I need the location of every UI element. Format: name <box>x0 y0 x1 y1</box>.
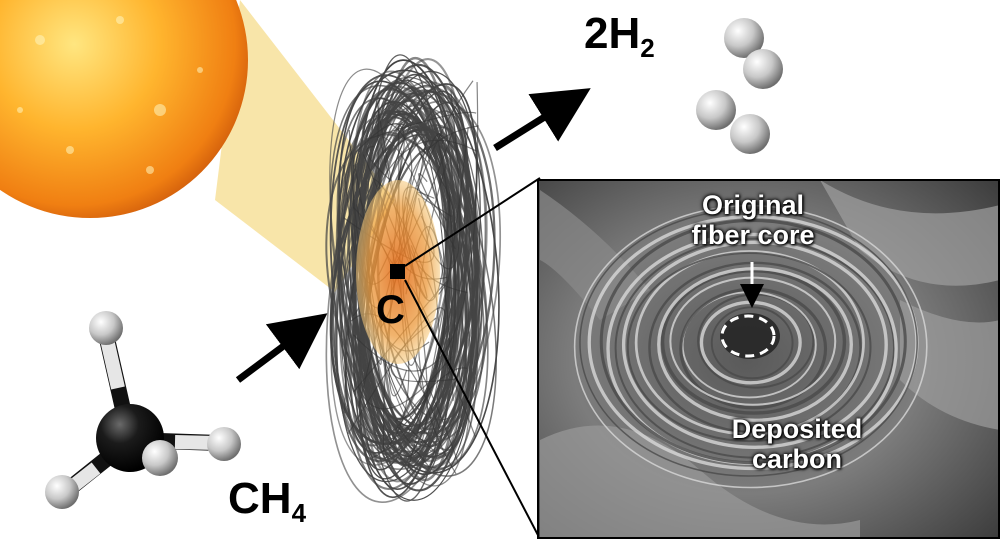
fiber-strand <box>395 419 436 468</box>
fiber-strand <box>395 367 468 431</box>
sem-frame <box>537 179 1000 539</box>
carbon-layer-ring <box>660 269 847 415</box>
zoom-line-bottom <box>404 279 541 539</box>
fiber-core-line1: Original <box>701 190 804 220</box>
carbon-layer-ring <box>579 208 918 477</box>
carbon-layer-ring <box>621 240 888 449</box>
reactant-label: CH4 <box>228 474 307 529</box>
fiber-strand <box>406 126 469 472</box>
sun-icon <box>0 0 248 218</box>
carbon-layer-ring <box>626 251 872 443</box>
fiber-strand <box>418 173 456 250</box>
reactant-subscript: 4 <box>291 498 307 529</box>
deposited-carbon-label: Deposited carbon <box>702 414 892 474</box>
product-subscript: 2 <box>640 33 655 64</box>
carbon-layer-ring <box>648 261 862 434</box>
fiber-strand <box>338 82 465 464</box>
fiber-core-line2: fiber core <box>691 220 815 251</box>
deposited-carbon-line1: Deposited <box>731 414 863 444</box>
carbon-layer-ring <box>634 250 865 436</box>
sample-marker <box>390 264 405 279</box>
fiber-strand <box>329 74 468 467</box>
fiber-strand <box>352 82 479 372</box>
zoom-line-top <box>404 177 541 267</box>
sem-micrograph <box>538 180 1000 539</box>
carbon-symbol-label: C <box>376 288 405 332</box>
methane-molecule-icon <box>45 311 241 509</box>
product-formula: 2H <box>584 9 641 58</box>
fiber-core-label: Original fiber core <box>668 190 838 250</box>
fiber-strand <box>370 111 477 139</box>
fiber-strand <box>418 152 456 248</box>
fiber-strand <box>436 133 456 375</box>
hydrogen-molecule-icon <box>696 18 783 154</box>
reactant-formula: CH <box>228 474 292 523</box>
carbon-layer-ring <box>573 204 928 489</box>
carbon-layer-ring <box>657 266 853 422</box>
carbon-layer-ring <box>614 237 896 459</box>
deposited-carbon-line2: carbon <box>751 444 843 475</box>
arrow-icon-in <box>235 313 328 383</box>
product-label: 2H2 <box>584 9 655 64</box>
fiber-strand <box>353 356 452 410</box>
arrow-icon-out <box>493 88 591 151</box>
carbon-layer-ring <box>599 218 907 465</box>
